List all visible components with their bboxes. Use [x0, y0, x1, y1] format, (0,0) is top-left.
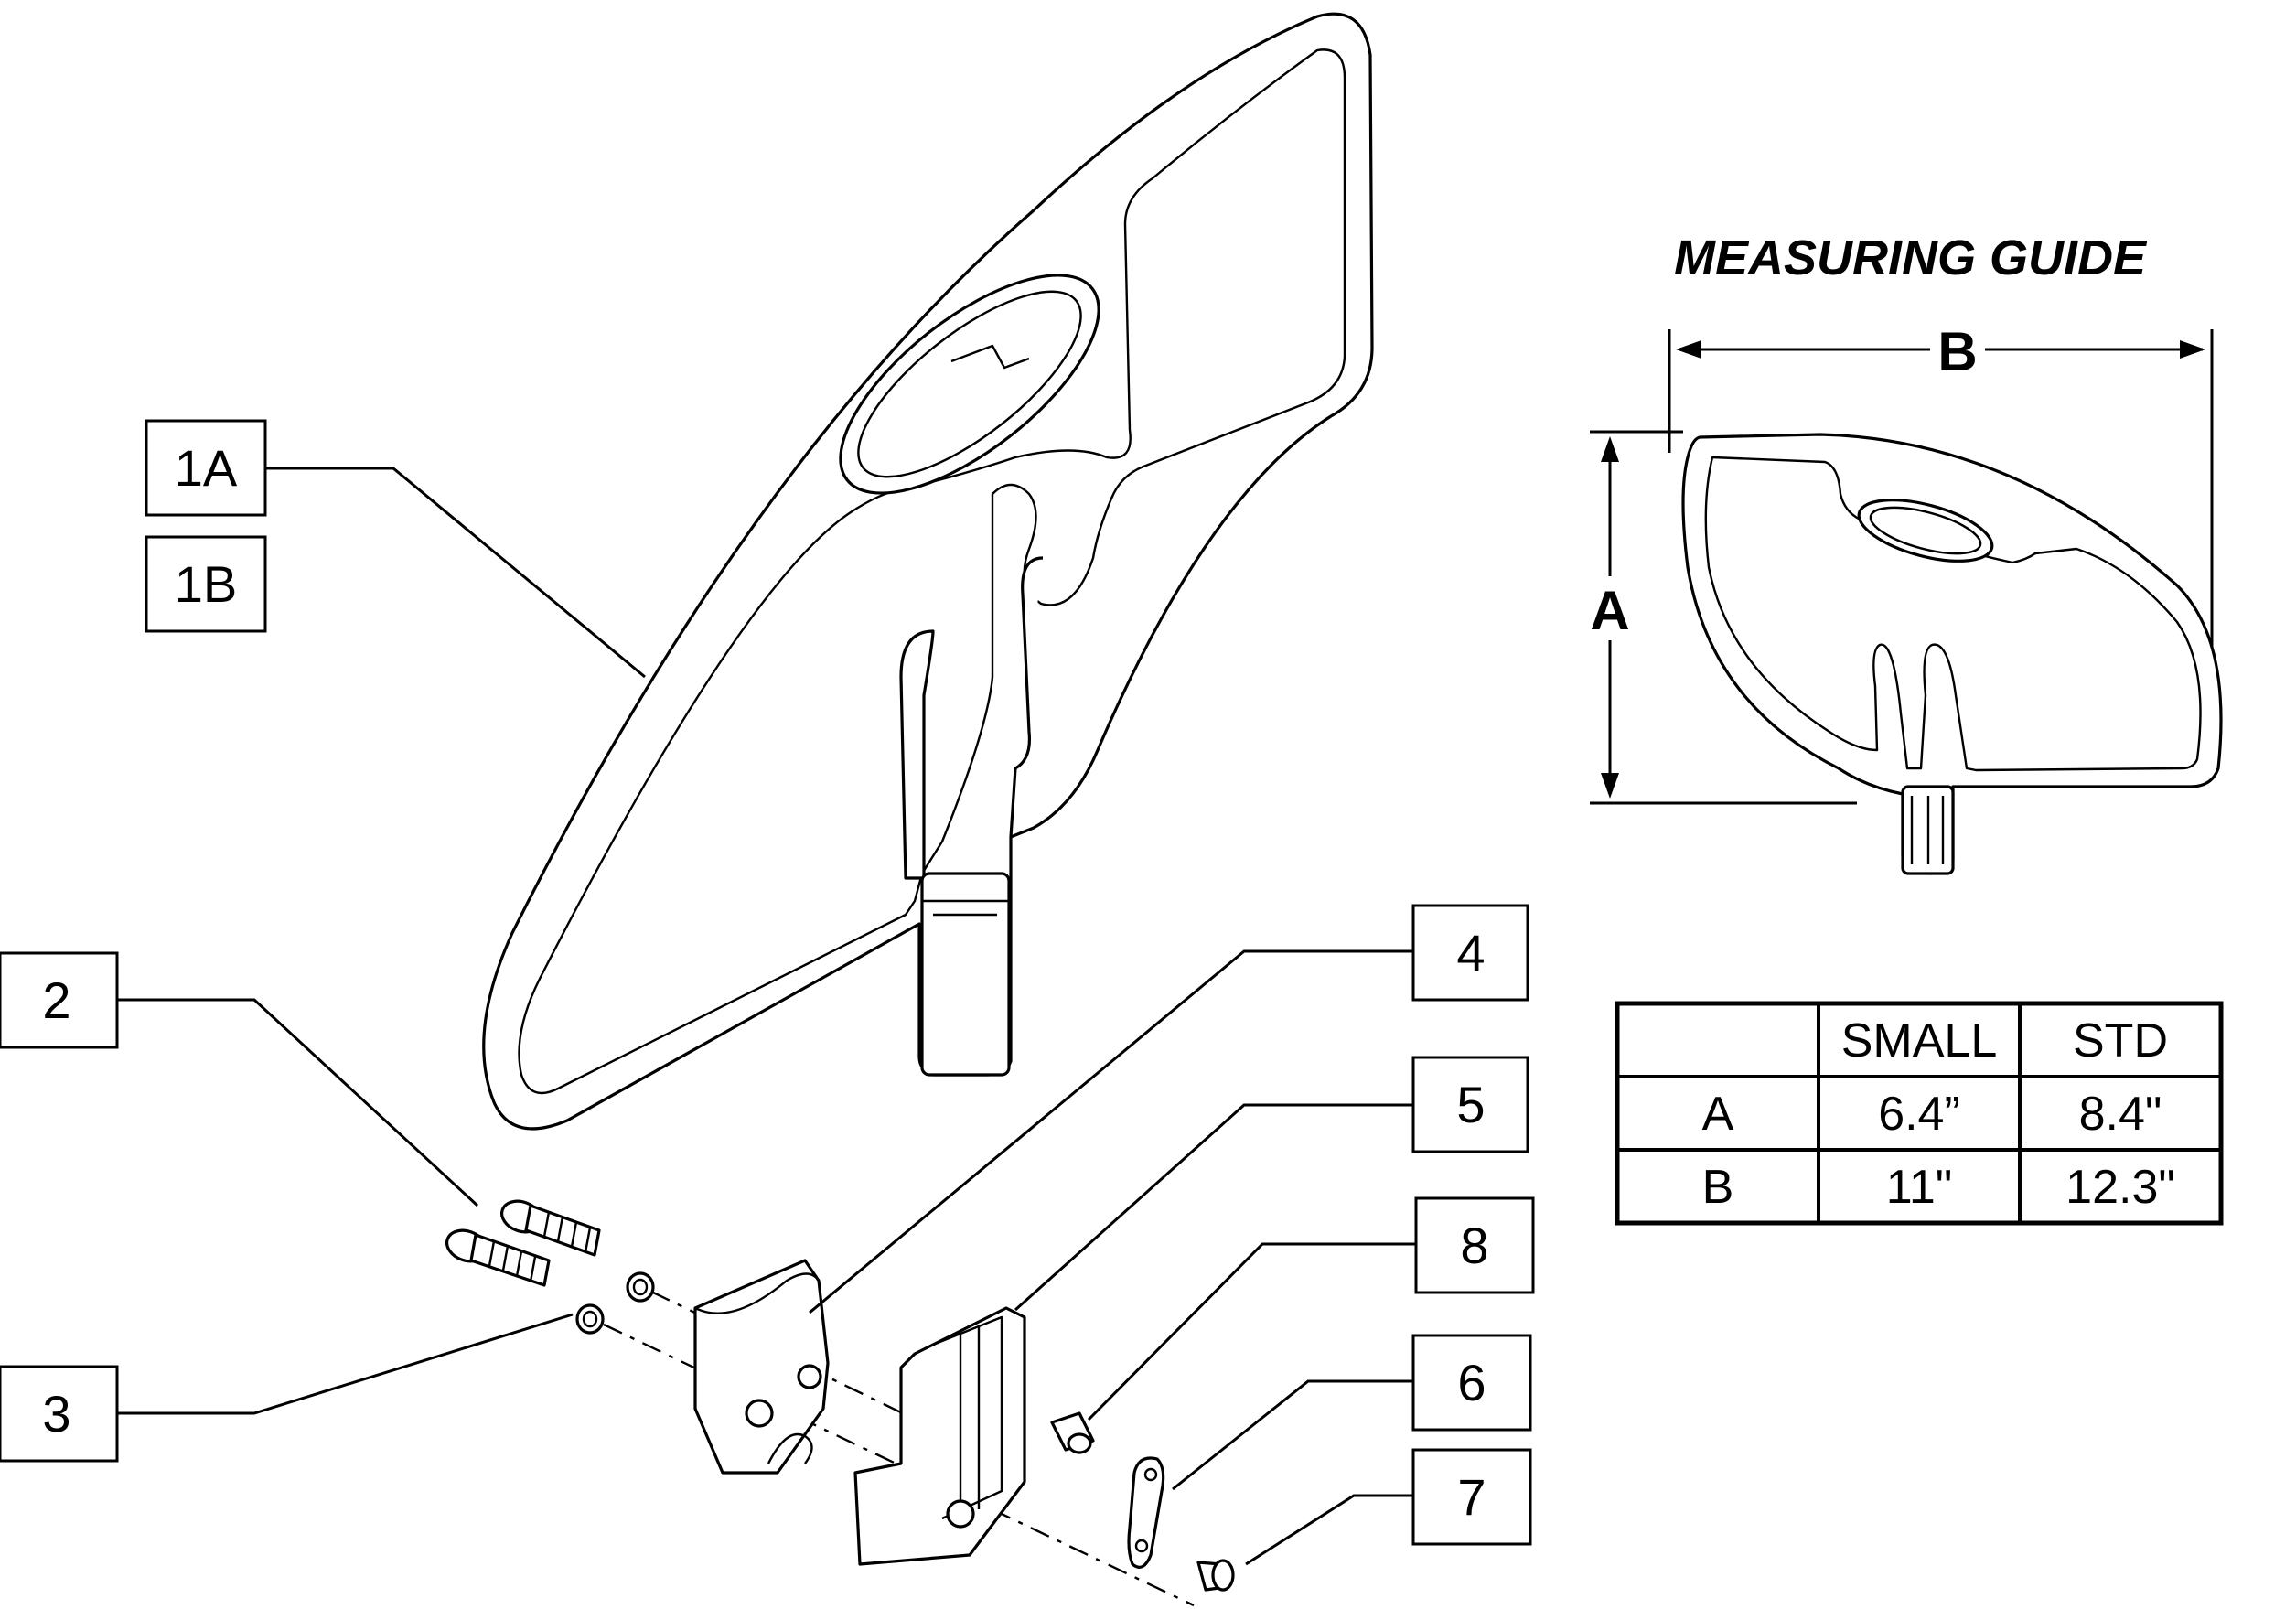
svg-text:1A: 1A — [175, 439, 238, 497]
callout-4: 4 — [1411, 904, 1529, 1002]
svg-text:8: 8 — [1460, 1217, 1488, 1274]
table-cell-b-small: 11" — [1886, 1161, 1952, 1214]
table-cell-a-std: 8.4" — [2079, 1088, 2162, 1141]
table-cell-b-label: B — [1702, 1161, 1734, 1214]
table-header-std: STD — [2073, 1014, 2168, 1067]
screw-lower — [445, 1228, 551, 1287]
callout-1a: 1A — [145, 419, 267, 517]
dimension-a-label: A — [1590, 580, 1629, 641]
clamp-plate — [1127, 1456, 1165, 1569]
flat-head-screw — [1196, 1559, 1235, 1592]
callout-7: 7 — [1411, 1448, 1532, 1546]
table-cell-b-std: 12.3" — [2065, 1161, 2175, 1214]
measuring-guide-title: MEASURING GUIDE — [1674, 231, 2148, 285]
leader-lines — [117, 467, 1416, 1566]
set-screw — [1050, 1411, 1095, 1454]
hardware-drawing — [445, 1199, 1235, 1607]
size-table: SMALL STD A 6.4” 8.4" B 11" 12.3" — [1615, 1001, 2224, 1226]
callout-8: 8 — [1414, 1196, 1535, 1294]
svg-text:6: 6 — [1457, 1354, 1486, 1411]
lateral-pad-drawing — [482, 12, 1374, 1131]
washer-upper — [626, 1271, 655, 1303]
svg-text:7: 7 — [1457, 1468, 1486, 1526]
callout-1b: 1B — [145, 535, 267, 633]
table-cell-a-label: A — [1702, 1088, 1734, 1141]
washer-lower — [575, 1303, 605, 1335]
callout-6: 6 — [1411, 1334, 1532, 1432]
svg-text:4: 4 — [1456, 924, 1485, 981]
dimension-b-label: B — [1937, 321, 1977, 382]
table-header-small: SMALL — [1841, 1014, 1998, 1067]
callout-3: 3 — [0, 1365, 119, 1463]
svg-text:5: 5 — [1456, 1076, 1485, 1133]
table-cell-a-small: 6.4” — [1878, 1088, 1960, 1141]
measuring-guide: MEASURING GUIDE B A — [1590, 231, 2223, 875]
clamp-bracket — [693, 1259, 830, 1475]
svg-text:1B: 1B — [175, 555, 238, 613]
callout-2: 2 — [0, 951, 119, 1049]
callout-5: 5 — [1411, 1056, 1529, 1153]
screw-upper — [500, 1199, 601, 1257]
svg-text:3: 3 — [42, 1385, 70, 1443]
svg-text:2: 2 — [42, 971, 70, 1029]
housing-bracket — [853, 1306, 1026, 1566]
